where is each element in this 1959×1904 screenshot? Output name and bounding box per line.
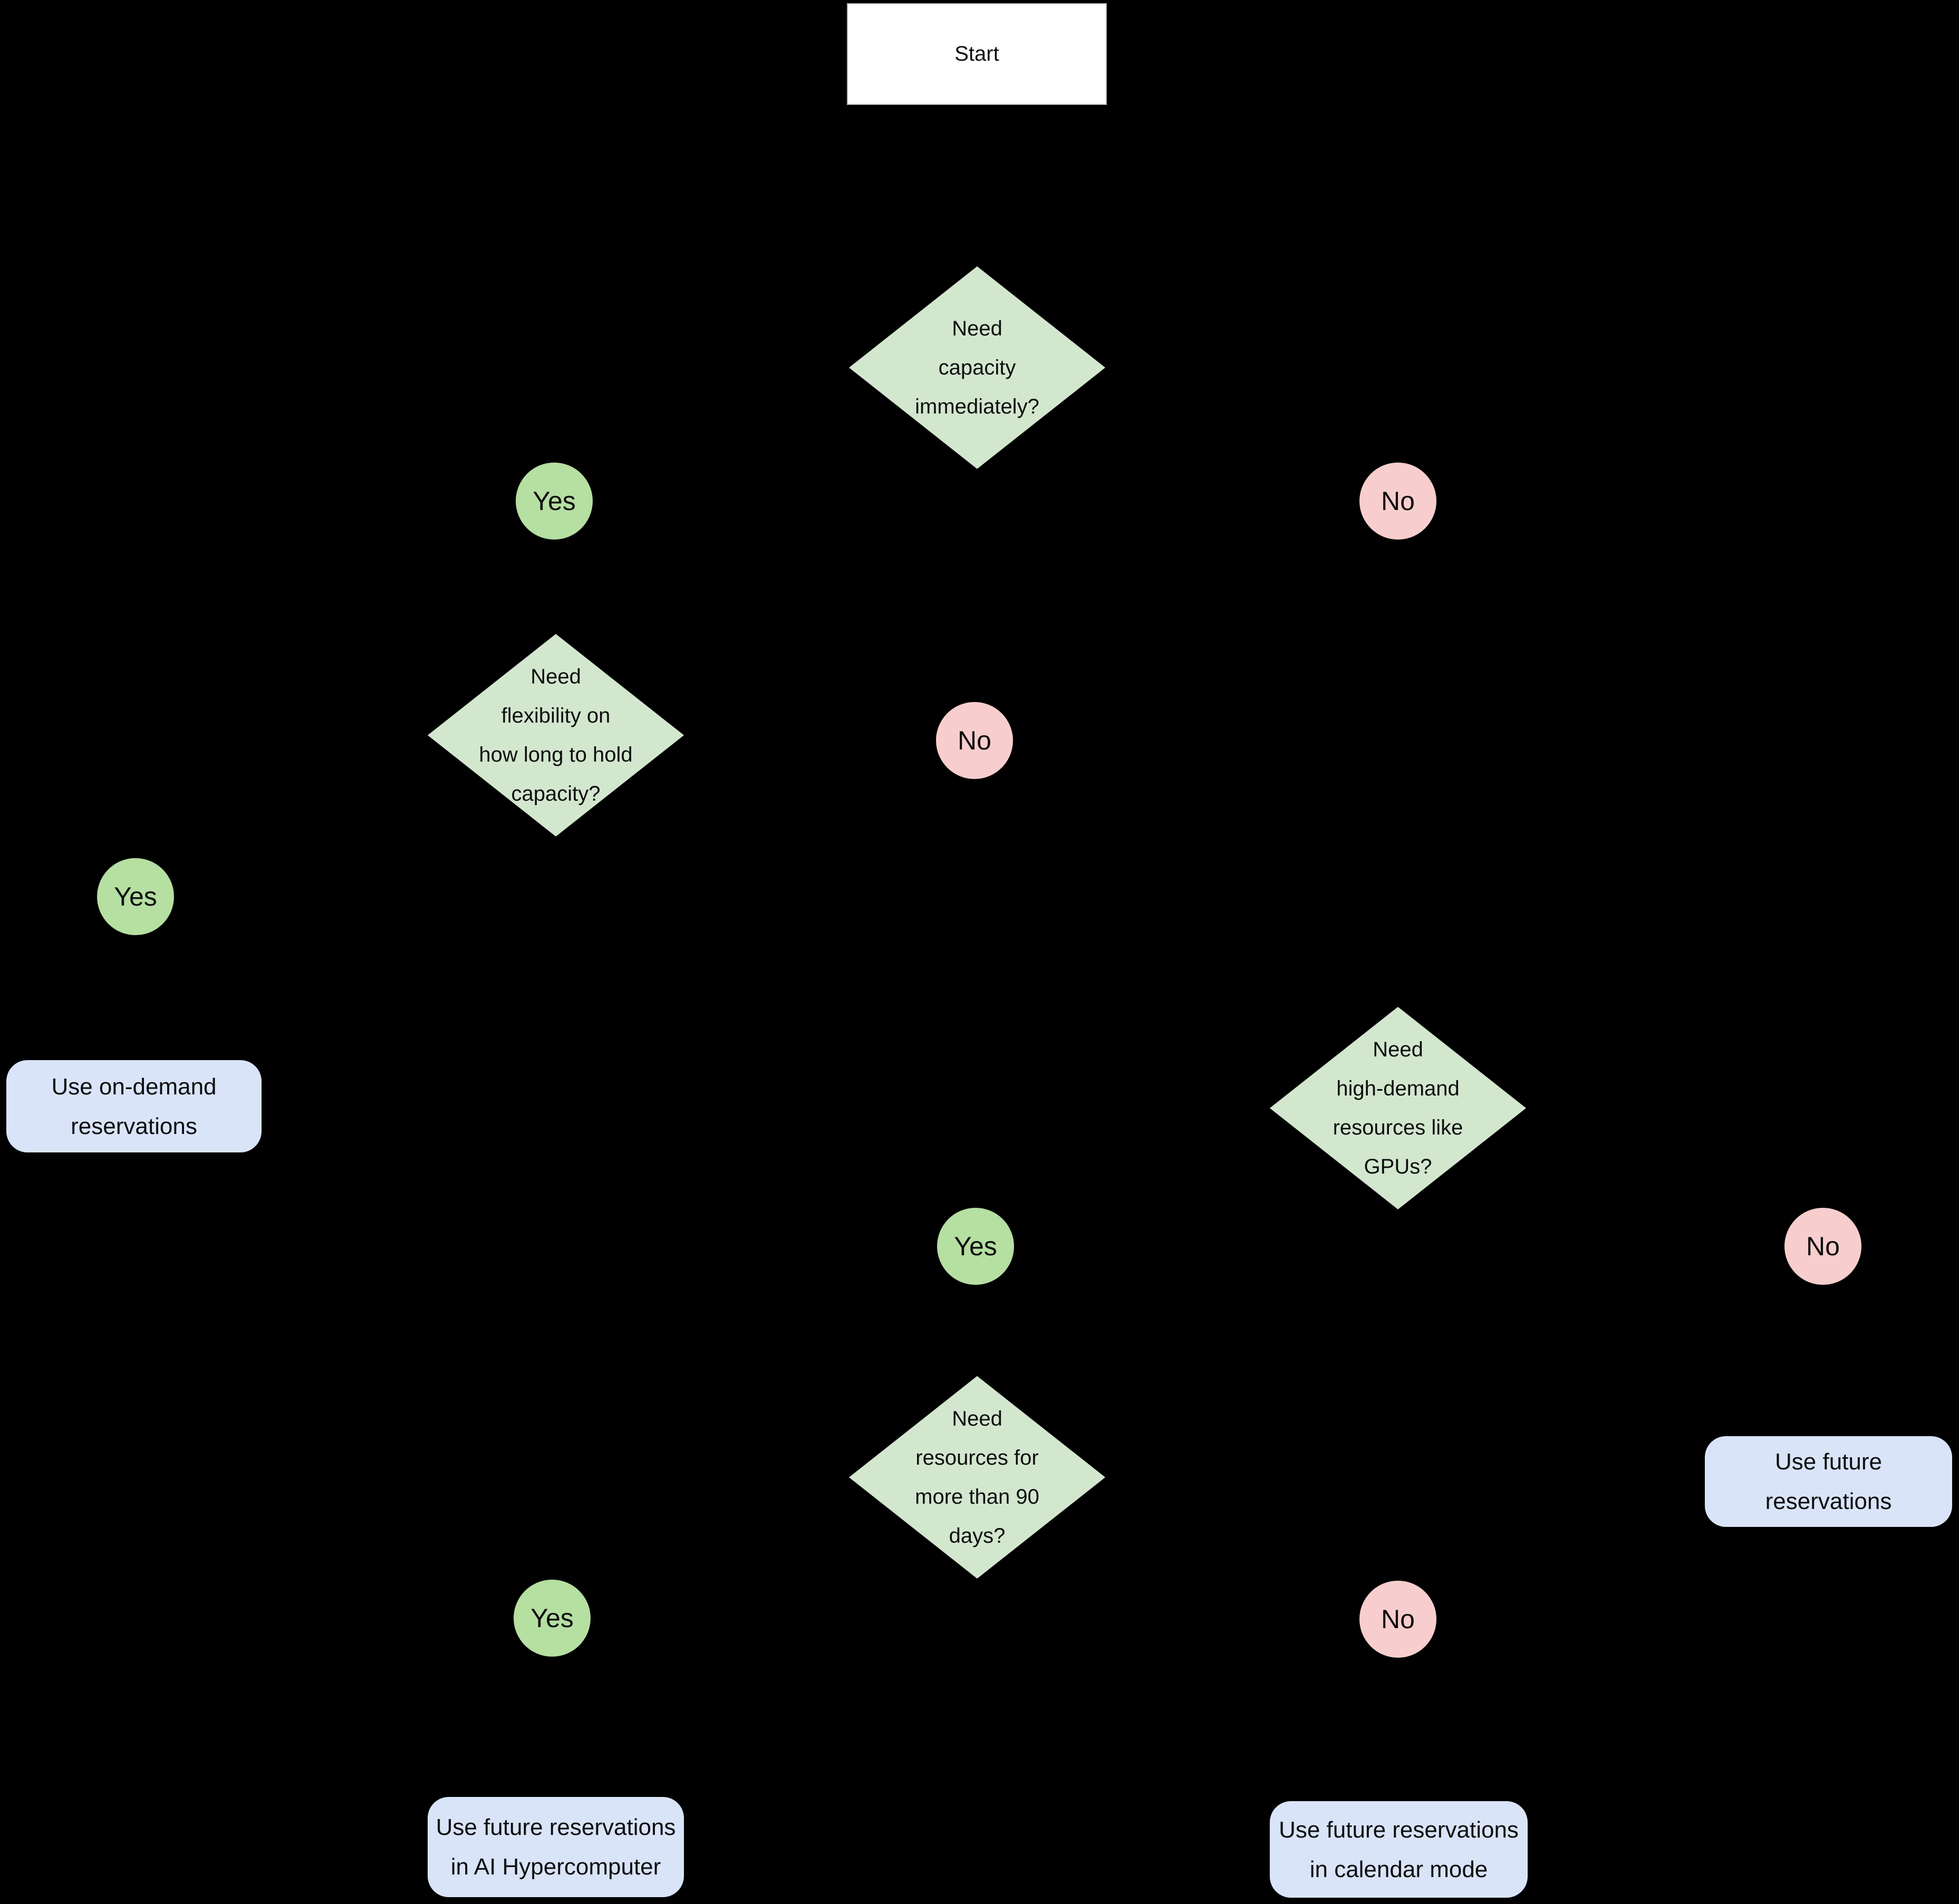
decision-line: high-demand: [1336, 1077, 1460, 1100]
branch-label: No: [1381, 1604, 1415, 1634]
branch-label: No: [1806, 1232, 1840, 1261]
branch-no-90days: No: [1359, 1581, 1436, 1658]
decision-line: capacity?: [511, 782, 601, 805]
decision-line: flexibility on: [501, 704, 611, 727]
decision-need-90-days: Need resources for more than 90 days?: [849, 1376, 1105, 1579]
start-label: Start: [954, 42, 999, 65]
branch-no-capacity: No: [1359, 463, 1436, 540]
decision-line: days?: [949, 1524, 1006, 1547]
branch-no-flexibility: No: [936, 702, 1013, 779]
result-on-demand-reservations: Use on-demand reservations: [6, 1060, 262, 1152]
decision-line: immediately?: [915, 395, 1039, 418]
decision-line: how long to hold: [479, 743, 633, 766]
branch-yes-90days: Yes: [514, 1580, 591, 1657]
result-line: Use on-demand: [51, 1073, 217, 1100]
decision-line: more than 90: [915, 1485, 1039, 1508]
branch-yes-capacity: Yes: [516, 463, 593, 540]
branch-label: Yes: [533, 486, 576, 516]
result-line: in calendar mode: [1309, 1856, 1488, 1882]
decision-line: resources for: [915, 1446, 1039, 1469]
decision-line: Need: [952, 317, 1002, 340]
decision-line: Need: [530, 665, 581, 688]
result-line: reservations: [1765, 1488, 1892, 1514]
branch-label: No: [1381, 486, 1415, 516]
branch-label: Yes: [530, 1603, 574, 1633]
decision-need-high-demand: Need high-demand resources like GPUs?: [1270, 1007, 1526, 1209]
decision-line: capacity: [938, 356, 1016, 379]
branch-label: Yes: [114, 882, 157, 911]
decision-line: Need: [952, 1407, 1002, 1430]
result-line: in AI Hypercomputer: [450, 1854, 661, 1880]
decision-line: GPUs?: [1364, 1155, 1432, 1178]
result-line: Use future reservations: [436, 1814, 676, 1840]
decision-need-flexibility: Need flexibility on how long to hold cap…: [428, 634, 684, 836]
branch-no-gpus: No: [1784, 1208, 1861, 1285]
decision-line: resources like: [1333, 1116, 1463, 1139]
decision-need-capacity: Need capacity immediately?: [849, 266, 1105, 469]
branch-label: No: [958, 726, 991, 755]
branch-yes-gpus: Yes: [937, 1208, 1014, 1285]
result-future-reservations-ai-hypercomputer: Use future reservations in AI Hypercompu…: [428, 1797, 684, 1897]
result-line: reservations: [71, 1113, 197, 1139]
result-future-reservations: Use future reservations: [1705, 1436, 1952, 1527]
start-node: Start: [847, 3, 1107, 105]
decision-line: Need: [1373, 1038, 1423, 1061]
result-future-reservations-calendar-mode: Use future reservations in calendar mode: [1270, 1801, 1528, 1898]
result-line: Use future reservations: [1279, 1816, 1519, 1843]
branch-label: Yes: [954, 1232, 997, 1261]
branch-yes-flexibility: Yes: [97, 858, 174, 935]
result-line: Use future: [1775, 1449, 1882, 1475]
